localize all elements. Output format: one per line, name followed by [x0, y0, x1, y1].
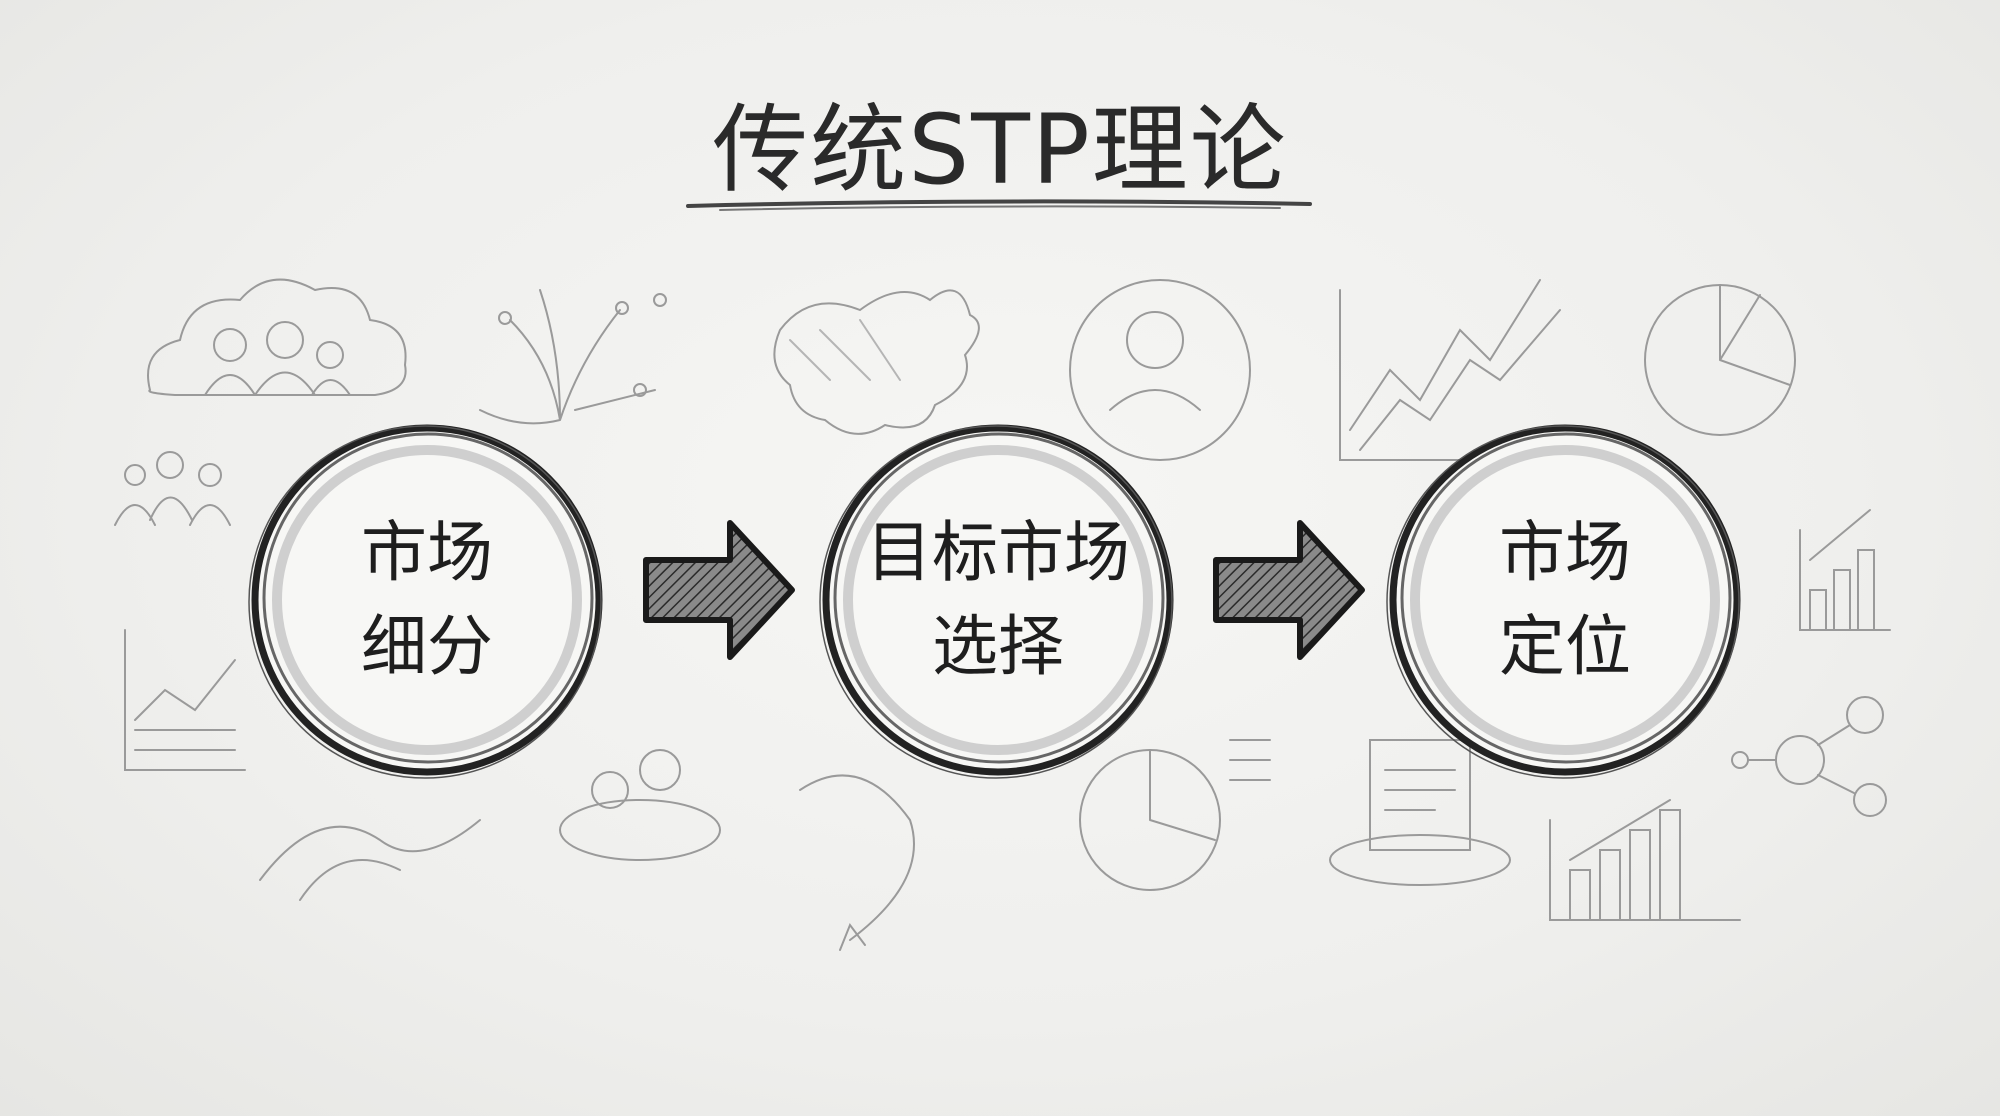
sketch-circle-icon [819, 424, 1174, 779]
area-chart-icon [124, 629, 246, 771]
branch-icon [479, 289, 667, 425]
sketch-circle-icon [248, 424, 603, 779]
network-nodes-icon [1731, 696, 1887, 817]
stage-target-market-selection: 目标市场 选择 [818, 420, 1178, 780]
bar-chart-bottom-icon [1549, 799, 1741, 921]
arrow-right-icon [1213, 520, 1365, 660]
stage-label-line1: 目标市场 [866, 514, 1130, 592]
stage-label: 市场 细分 [277, 506, 577, 693]
map-icon [773, 289, 980, 435]
handshake-sketch [259, 819, 481, 901]
page-title: 传统STP理论 [712, 94, 1288, 206]
document-sketch [1329, 739, 1511, 886]
pie-chart-icon [1644, 284, 1796, 436]
pie-chart-bottom-icon [1079, 739, 1271, 891]
arrow-right-icon [643, 520, 795, 660]
stage-label-line2: 选择 [932, 608, 1064, 685]
bar-chart-icon [1799, 509, 1891, 631]
cloud-people-icon [147, 278, 407, 396]
team-meeting-sketch [559, 749, 721, 861]
person-avatar-icon [1069, 279, 1251, 461]
stage-label-line1: 市场 [361, 514, 493, 592]
stage-label: 市场 定位 [1415, 506, 1715, 693]
stage-label-line2: 细分 [361, 608, 493, 685]
sketch-circle-icon [1386, 424, 1741, 779]
people-group-icon [114, 451, 231, 526]
stage-label-line2: 定位 [1499, 608, 1631, 685]
title-underline [686, 199, 1312, 211]
stage-label: 目标市场 选择 [848, 506, 1148, 693]
swoosh-arrow-sketch [799, 774, 915, 951]
stage-label-line1: 市场 [1499, 514, 1631, 592]
stage-market-segmentation: 市场 细分 [247, 420, 607, 780]
stage-market-positioning: 市场 定位 [1385, 420, 1745, 780]
